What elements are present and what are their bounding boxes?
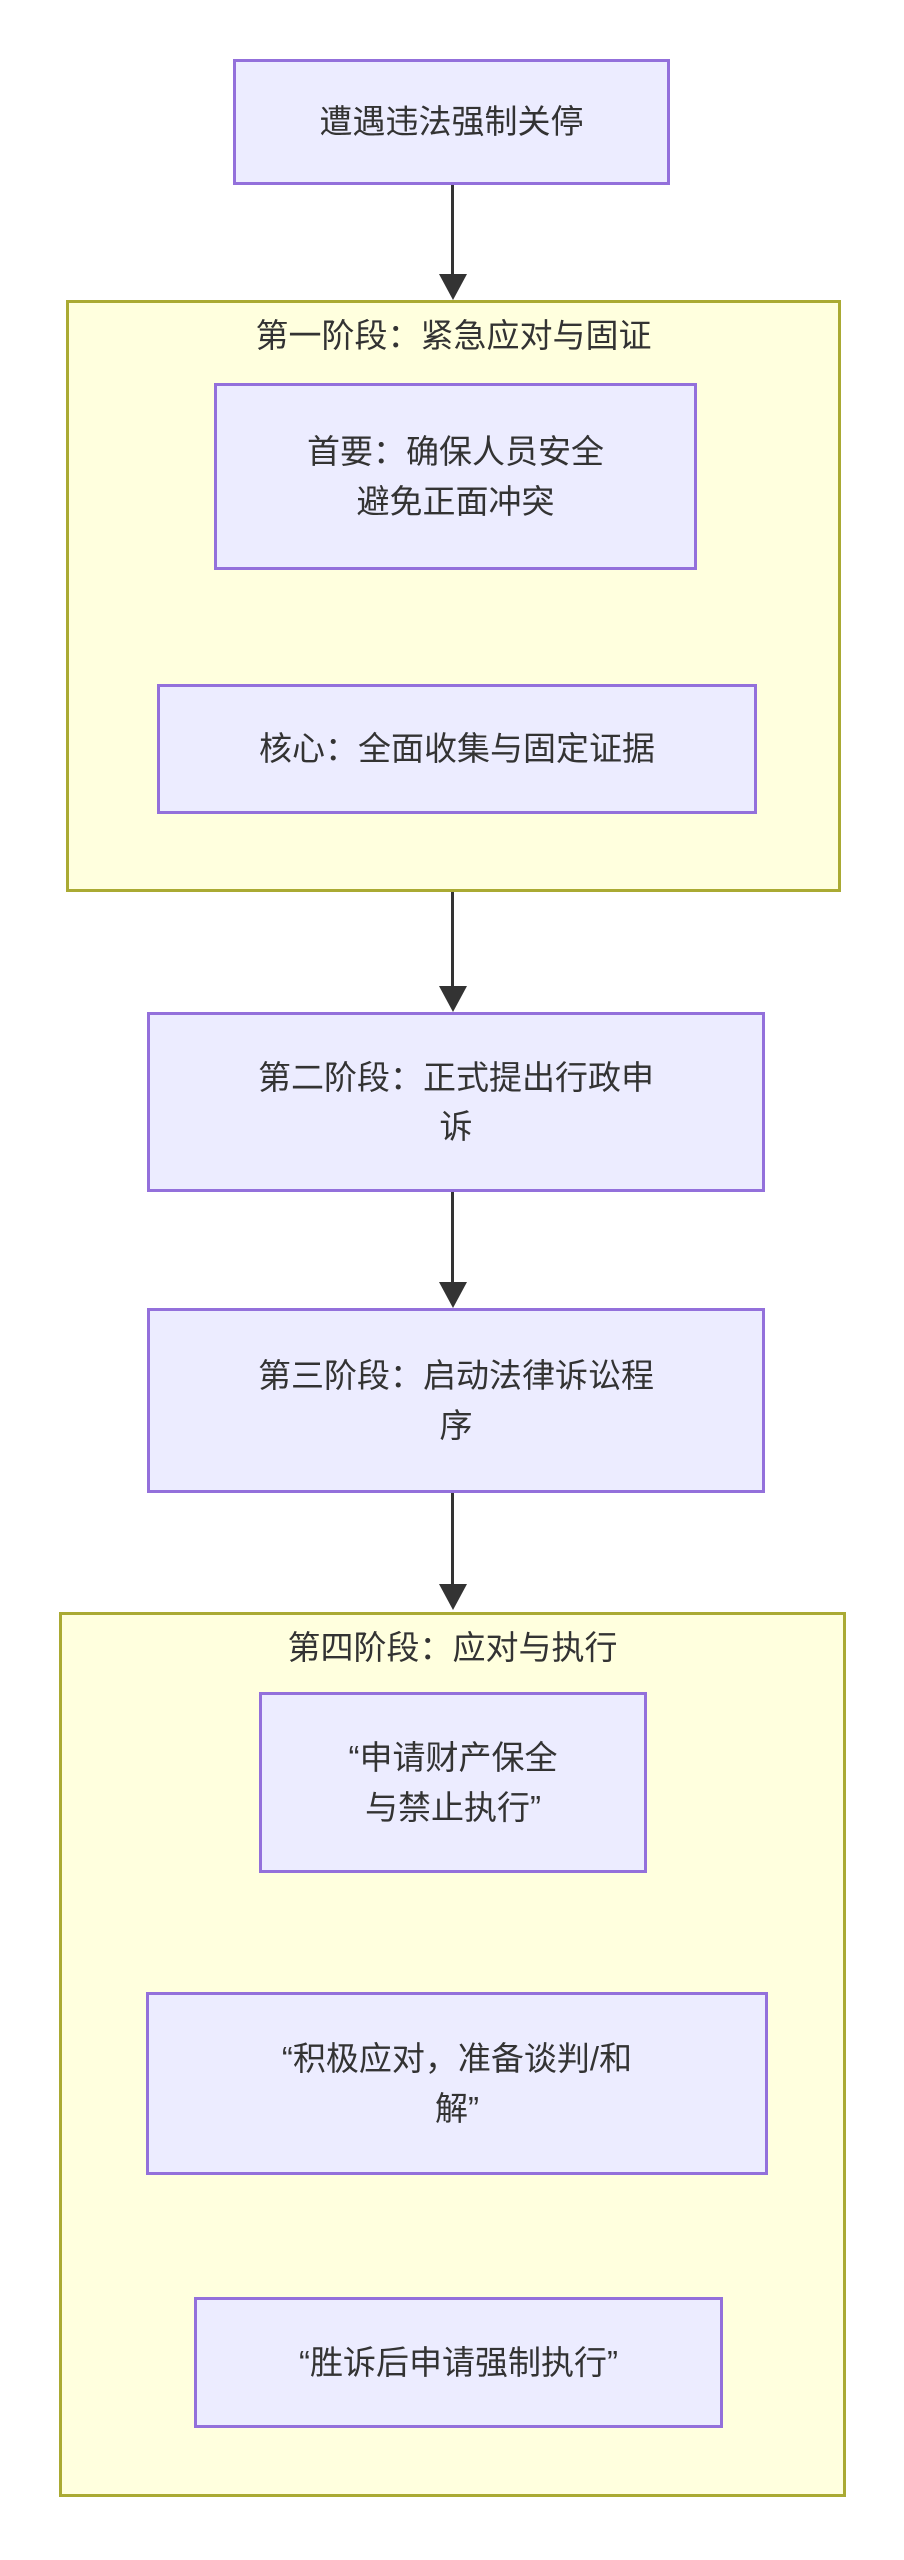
node-stage4-preservation: “申请财产保全 与禁止执行” [259, 1692, 647, 1873]
node-stage1-evidence: 核心：全面收集与固定证据 [157, 684, 757, 814]
arrow-line [451, 892, 454, 989]
cluster-stage1-title: 第一阶段：紧急应对与固证 [255, 317, 652, 354]
node-stage4-negotiation-label: “积极应对，准备谈判/和 解” [281, 2040, 633, 2127]
node-stage4-enforcement-label: “胜诉后申请强制执行” [299, 2343, 618, 2381]
arrow-head-icon [439, 986, 467, 1012]
node-stage2: 第二阶段：正式提出行政申 诉 [147, 1012, 765, 1192]
arrow-line [451, 1192, 454, 1285]
node-start-label: 遭遇违法强制关停 [319, 103, 584, 141]
arrow-head-icon [439, 1282, 467, 1308]
node-stage1-safety-label: 首要：确保人员安全 避免正面冲突 [307, 433, 604, 520]
node-stage3-label: 第三阶段：启动法律诉讼程 序 [258, 1357, 654, 1444]
node-stage4-enforcement: “胜诉后申请强制执行” [194, 2297, 723, 2428]
arrow-head-icon [439, 274, 467, 300]
node-stage4-preservation-label: “申请财产保全 与禁止执行” [348, 1739, 558, 1826]
arrow-line [451, 1493, 454, 1587]
cluster-stage4-title: 第四阶段：应对与执行 [287, 1629, 618, 1666]
node-stage3: 第三阶段：启动法律诉讼程 序 [147, 1308, 765, 1493]
arrow-head-icon [439, 1584, 467, 1610]
arrow-line [451, 185, 454, 277]
node-stage1-safety: 首要：确保人员安全 避免正面冲突 [214, 383, 697, 570]
node-start: 遭遇违法强制关停 [233, 59, 670, 185]
node-stage2-label: 第二阶段：正式提出行政申 诉 [258, 1058, 654, 1146]
node-stage4-negotiation: “积极应对，准备谈判/和 解” [146, 1992, 768, 2175]
node-stage1-evidence-label: 核心：全面收集与固定证据 [259, 730, 655, 768]
